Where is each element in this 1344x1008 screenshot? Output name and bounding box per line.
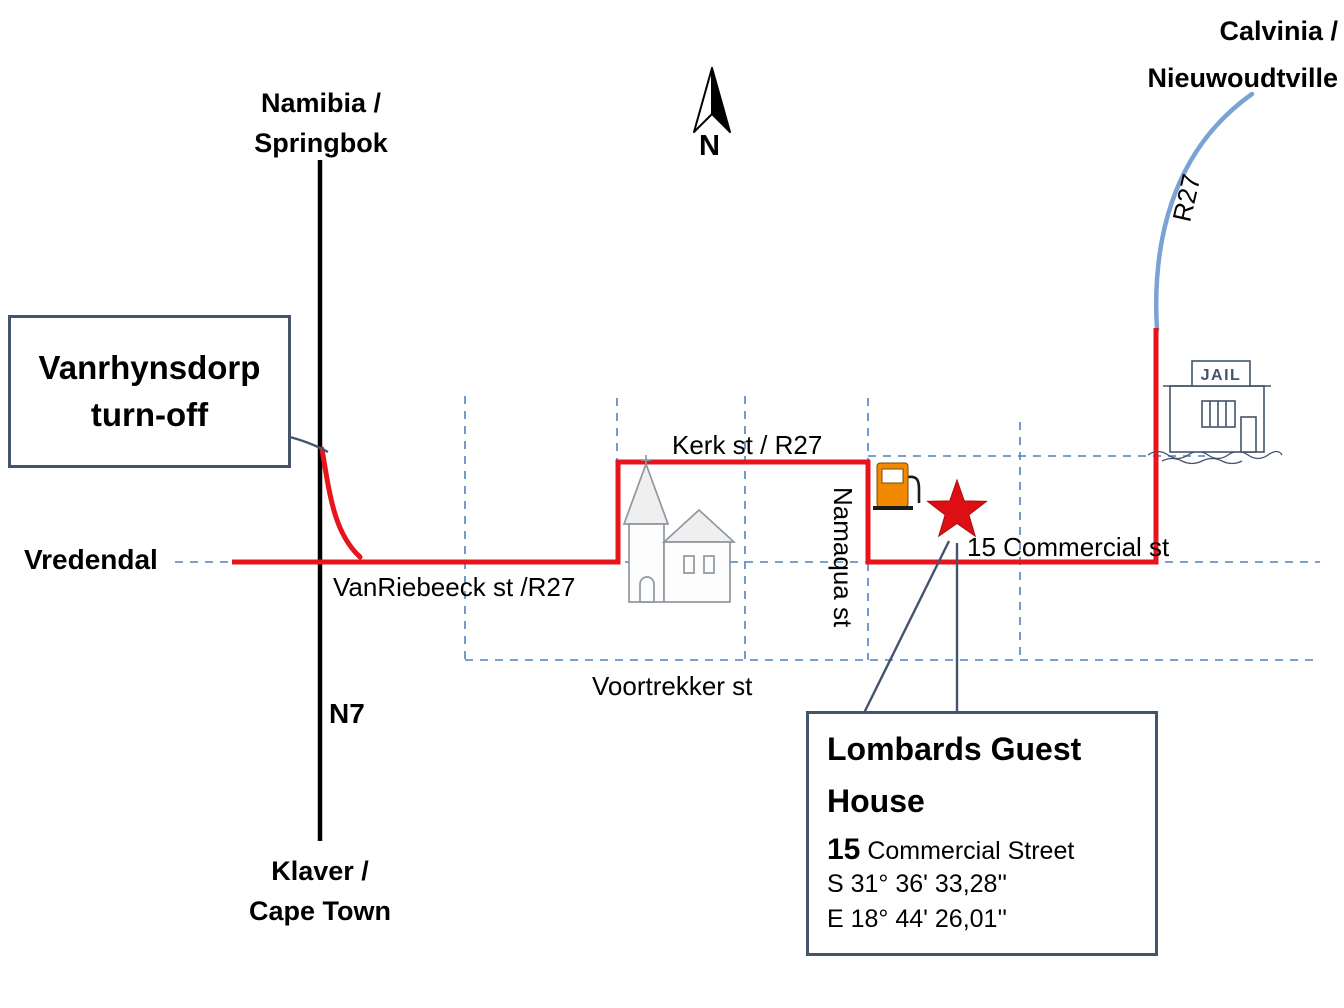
label-n7: N7 xyxy=(329,698,365,729)
label-namibia-line1: Namibia / xyxy=(260,88,382,118)
guesthouse-title-line2: House xyxy=(827,782,925,819)
callout-turnoff-line1: Vanrhynsdorp xyxy=(38,349,261,387)
label-namaqua-st: Namaqua st xyxy=(828,487,858,628)
guesthouse-address: 15 Commercial Street xyxy=(827,833,1141,867)
label-namibia-springbok: Namibia / Springbok xyxy=(228,83,414,163)
r27-north-road xyxy=(1154,91,1255,333)
label-kerk-st: Kerk st / R27 xyxy=(672,430,823,460)
label-vanriebeeck-st: VanRiebeeck st /R27 xyxy=(333,572,576,602)
guesthouse-title-line1: Lombards Guest xyxy=(827,731,1082,767)
callout-turnoff-line2: turn-off xyxy=(90,395,209,433)
destination-star xyxy=(926,478,988,538)
compass-north-label: N xyxy=(699,130,720,162)
guesthouse-pointer-left xyxy=(862,540,951,714)
label-vredendal: Vredendal xyxy=(24,544,158,575)
label-namibia-line2: Springbok xyxy=(254,128,388,158)
guesthouse-address-street: Commercial Street xyxy=(860,836,1075,865)
label-calvinia-line1: Calvinia / xyxy=(1219,16,1338,46)
callout-guesthouse: Lombards Guest House 15 Commercial Stree… xyxy=(806,711,1158,956)
label-calvinia-nieuwoudtville: Calvinia / Nieuwoudtville xyxy=(1100,8,1338,102)
label-klaver-line2: Cape Town xyxy=(248,896,391,926)
callout-turnoff: Vanrhynsdorp turn-off xyxy=(8,315,291,468)
guesthouse-address-number: 15 xyxy=(827,832,861,866)
label-calvinia-line2: Nieuwoudtville xyxy=(1147,63,1338,93)
label-klaver-capetown: Klaver / Cape Town xyxy=(222,851,418,931)
route-red-line xyxy=(232,328,1159,565)
fuel-pump-icon xyxy=(873,462,921,510)
turnoff-red-hook xyxy=(319,446,363,560)
label-klaver-line1: Klaver / xyxy=(271,856,369,886)
jail-icon: JAIL xyxy=(1147,360,1283,465)
guesthouse-latitude: S 31° 36' 33,28'' xyxy=(827,869,1008,898)
church-icon xyxy=(622,455,737,603)
compass-north-icon xyxy=(693,67,731,133)
jail-sign-label: JAIL xyxy=(1201,367,1242,384)
guesthouse-longitude: E 18° 44' 26,01'' xyxy=(827,905,1008,934)
label-voortrekker-st: Voortrekker st xyxy=(592,671,753,701)
label-commercial-st: 15 Commercial st xyxy=(967,532,1170,562)
